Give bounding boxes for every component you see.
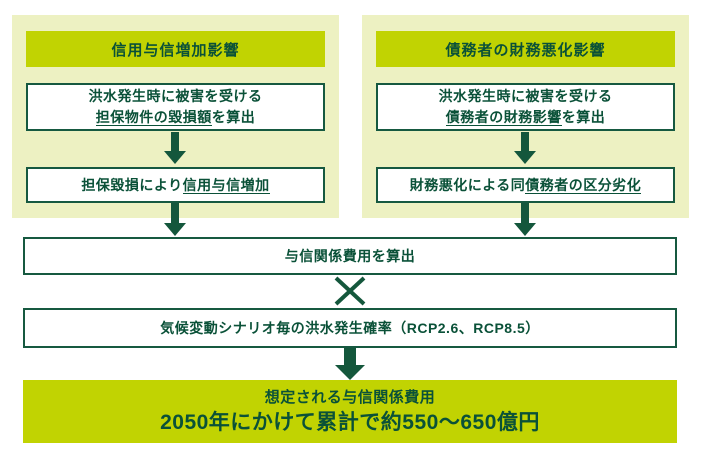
debtor-deterioration-panel: 債務者の財務悪化影響 洪水発生時に被害を受ける 債務者の財務影響を算出 財務悪化… xyxy=(362,15,689,218)
credit-exposure-increase-box: 担保毀損により信用与信増加 xyxy=(26,167,325,203)
down-arrow-icon xyxy=(164,132,186,164)
flood-probability-scenario-box: 気候変動シナリオ毎の洪水発生確率（RCP2.6、RCP8.5） xyxy=(23,308,677,348)
result-title: 想定される与信関係費用 xyxy=(264,388,436,406)
collateral-damage-line2: 担保物件の毀損額を算出 xyxy=(95,107,256,128)
down-arrow-icon xyxy=(164,203,186,236)
arrow-shaft xyxy=(171,132,179,151)
credit-cost-calculation-box: 与信関係費用を算出 xyxy=(23,237,677,275)
debtor-impact-line2: 債務者の財務影響を算出 xyxy=(445,107,606,128)
collateral-damage-line1: 洪水発生時に被害を受ける xyxy=(88,88,263,104)
arrow-head xyxy=(514,223,536,236)
panel-header-credit-exposure: 信用与信増加影響 xyxy=(26,31,325,67)
credit-exposure-underlined: 信用与信増加 xyxy=(182,177,270,194)
panel-header-debtor-deterioration: 債務者の財務悪化影響 xyxy=(376,31,675,67)
flood-probability-scenario-label: 気候変動シナリオ毎の洪水発生確率（RCP2.6、RCP8.5） xyxy=(160,320,540,336)
rating-downgrade-underlined: 債務者の区分劣化 xyxy=(525,177,642,194)
multiply-icon xyxy=(334,276,366,306)
arrow-shaft xyxy=(521,132,529,151)
result-amount: 2050年にかけて累計で約550～650億円 xyxy=(160,410,540,434)
collateral-damage-underlined: 担保物件の毀損額 xyxy=(95,109,212,126)
rating-downgrade-line: 財務悪化による同債務者の区分劣化 xyxy=(410,175,642,195)
estimated-credit-cost-result-box: 想定される与信関係費用 2050年にかけて累計で約550～650億円 xyxy=(23,380,677,443)
debtor-impact-line1: 洪水発生時に被害を受ける xyxy=(438,88,613,104)
down-arrow-icon xyxy=(335,348,365,380)
credit-exposure-line: 担保毀損により信用与信増加 xyxy=(81,175,270,195)
debtor-impact-underlined: 債務者の財務影響 xyxy=(445,109,562,126)
arrow-shaft xyxy=(521,203,529,223)
rating-downgrade-box: 財務悪化による同債務者の区分劣化 xyxy=(376,167,675,203)
credit-cost-calculation-label: 与信関係費用を算出 xyxy=(284,248,416,264)
credit-exposure-prefix: 担保毀損により xyxy=(81,177,183,193)
arrow-shaft xyxy=(171,203,179,223)
down-arrow-icon xyxy=(514,132,536,164)
credit-exposure-increase-panel: 信用与信増加影響 洪水発生時に被害を受ける 担保物件の毀損額を算出 担保毀損によ… xyxy=(12,15,339,218)
rating-downgrade-prefix: 財務悪化による同 xyxy=(409,177,526,193)
arrow-shaft xyxy=(344,348,356,365)
debtor-impact-suffix: を算出 xyxy=(561,109,606,125)
arrow-head xyxy=(164,151,186,164)
arrow-head xyxy=(164,223,186,236)
collateral-damage-box: 洪水発生時に被害を受ける 担保物件の毀損額を算出 xyxy=(26,83,325,131)
down-arrow-icon xyxy=(514,203,536,236)
debtor-impact-box: 洪水発生時に被害を受ける 債務者の財務影響を算出 xyxy=(376,83,675,131)
collateral-damage-suffix: を算出 xyxy=(211,109,256,125)
arrow-head xyxy=(514,151,536,164)
arrow-head xyxy=(335,365,365,380)
